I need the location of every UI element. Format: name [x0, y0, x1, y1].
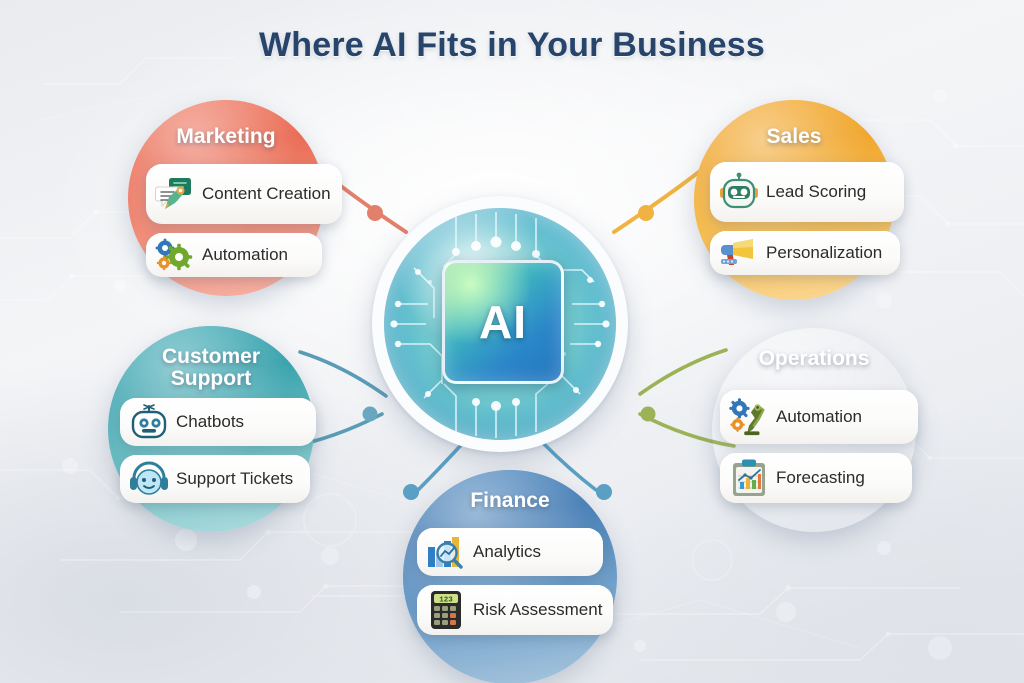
node-operations[interactable]: Operations	[712, 328, 918, 532]
chip-finance-risk-assessment-label: Risk Assessment	[473, 600, 603, 620]
chip-operations-automation[interactable]: Automation	[720, 390, 918, 444]
robot-arm-gears-icon	[728, 397, 770, 437]
chip-sales-lead-scoring-label: Lead Scoring	[766, 182, 867, 202]
node-operations-title: Operations	[758, 347, 870, 370]
chip-sales-personalization[interactable]: Personalization	[710, 231, 900, 275]
clipboard-chart-icon	[728, 458, 770, 498]
connector-dot-sales	[638, 205, 654, 221]
chip-finance-risk-assessment[interactable]: 123 Risk Assessment	[417, 585, 613, 635]
chip-marketing-automation[interactable]: Automation	[146, 233, 322, 277]
headset-bot-icon	[128, 459, 170, 499]
page-title: Where AI Fits in Your Business	[258, 26, 766, 64]
chip-finance-analytics[interactable]: Analytics	[417, 528, 603, 576]
content-creation-icon	[154, 174, 196, 214]
chip-marketing-content-creation[interactable]: Content Creation	[146, 164, 342, 224]
chip-finance-analytics-label: Analytics	[473, 542, 542, 562]
chip-operations-forecasting-label: Forecasting	[776, 468, 865, 488]
chip-support-chatbots-label: Chatbots	[176, 412, 245, 432]
chip-operations-forecasting[interactable]: Forecasting	[720, 453, 912, 503]
ai-hub[interactable]: AI	[372, 196, 628, 452]
node-customer-support[interactable]: Customer Support Chatbots	[108, 326, 316, 532]
node-marketing[interactable]: Marketing	[128, 100, 342, 296]
bar-chart-magnifier-icon	[425, 532, 467, 572]
node-marketing-title: Marketing	[176, 125, 276, 148]
ai-hub-inner: AI	[384, 208, 616, 440]
node-finance-circle	[403, 470, 617, 683]
ai-chip-label: AI	[479, 296, 527, 348]
connector-sales	[612, 166, 706, 234]
node-finance-title: Finance	[470, 489, 550, 512]
megaphone-icon	[718, 233, 760, 273]
chip-support-tickets[interactable]: Support Tickets	[120, 455, 310, 503]
node-sales[interactable]: Sales Lead Scoring	[694, 100, 904, 300]
node-customer-support-title-line2: Support	[170, 367, 252, 391]
connector-dot-support	[362, 406, 378, 422]
node-sales-title: Sales	[766, 125, 822, 148]
calculator-icon: 123	[425, 590, 467, 630]
gears-icon	[154, 235, 196, 275]
chip-sales-personalization-label: Personalization	[766, 243, 883, 263]
connector-dot-operations	[640, 406, 656, 422]
connector-dot-marketing	[367, 205, 383, 221]
chip-support-tickets-label: Support Tickets	[176, 469, 294, 489]
chip-marketing-content-creation-label: Content Creation	[202, 184, 331, 204]
chip-sales-lead-scoring[interactable]: Lead Scoring	[710, 162, 904, 222]
chip-operations-automation-label: Automation	[776, 407, 862, 427]
node-customer-support-title-line1: Customer	[161, 345, 261, 368]
calculator-display-text: 123	[439, 596, 453, 604]
chip-support-chatbots[interactable]: Chatbots	[120, 398, 316, 446]
node-customer-support-title: Customer Support	[108, 345, 314, 391]
robot-icon	[718, 172, 760, 212]
chatbot-icon	[128, 402, 170, 442]
chip-marketing-automation-label: Automation	[202, 245, 288, 265]
node-finance[interactable]: Finance Analytics	[403, 470, 617, 683]
ai-chip: AI	[442, 260, 564, 384]
